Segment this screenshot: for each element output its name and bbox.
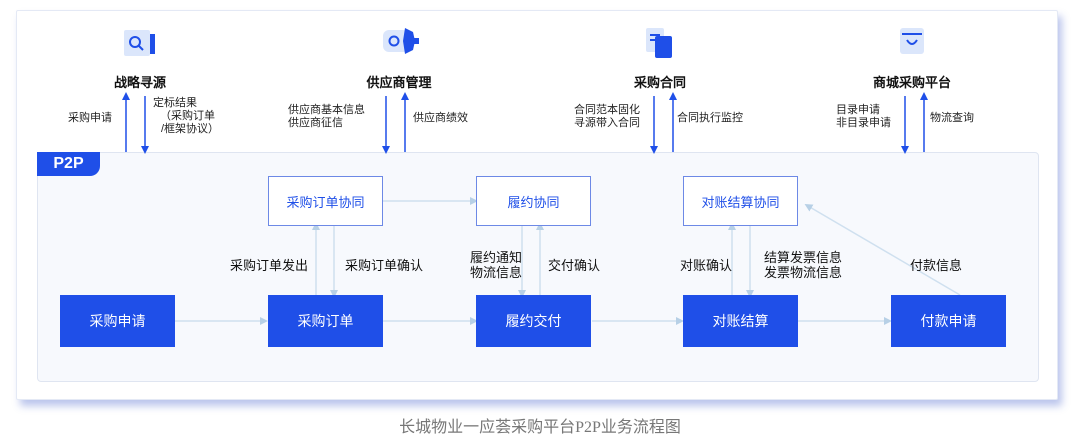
arrow-label: 采购申请	[68, 112, 112, 124]
flow-label: 付款信息	[910, 258, 963, 273]
shopping-bag-icon	[900, 28, 924, 54]
flow-label: 交付确认	[548, 258, 601, 273]
module-title: 商城采购平台	[872, 75, 951, 90]
process-box-purchase-request: 采购申请	[60, 295, 175, 347]
module-strategic-sourcing	[40, 26, 240, 60]
collab-box-fulfillment: 履约协同	[476, 176, 591, 226]
arrow-label: 合同执行监控	[677, 112, 743, 124]
process-box-payment-request: 付款申请	[891, 295, 1006, 347]
p2p-tab: P2P	[37, 152, 100, 176]
gear-icon	[383, 28, 419, 54]
process-box-reconciliation: 对账结算	[683, 295, 798, 347]
collab-box-settlement: 对账结算协同	[683, 176, 798, 226]
flow-label: 履约通知	[470, 250, 523, 265]
collab-box-order: 采购订单协同	[268, 176, 383, 226]
arrow-label: 供应商征信	[288, 117, 343, 129]
arrow-label: 目录申请	[836, 104, 880, 116]
arrow-label: 寻源带入合同	[574, 117, 640, 129]
module-title: 供应商管理	[366, 75, 432, 90]
arrow-label: 非目录申请	[836, 117, 891, 129]
module-purchase-contract	[560, 24, 760, 60]
flow-label: 物流信息	[470, 265, 523, 280]
arrow-label: （采购订单	[160, 110, 215, 122]
figure-caption: 长城物业一应荟采购平台P2P业务流程图	[399, 419, 681, 436]
arrow-label: 供应商绩效	[413, 112, 468, 124]
arrow-label: 定标结果	[153, 97, 197, 109]
flow-label: 结算发票信息	[764, 250, 843, 265]
document-icon	[646, 28, 672, 58]
flow-label: 采购订单确认	[345, 258, 424, 273]
flow-label: 发票物流信息	[764, 265, 843, 280]
flow-arrow	[804, 203, 961, 296]
arrow-label: 合同范本固化	[574, 104, 640, 116]
arrow-label: 物流查询	[930, 112, 974, 124]
process-box-purchase-order: 采购订单	[268, 295, 383, 347]
module-title: 采购合同	[633, 75, 686, 90]
flow-label: 对账确认	[680, 258, 733, 273]
search-icon	[124, 30, 155, 56]
module-supplier-management	[299, 22, 499, 60]
module-title: 战略寻源	[113, 75, 166, 90]
flow-label: 采购订单发出	[230, 258, 309, 273]
process-box-delivery: 履约交付	[476, 295, 591, 347]
arrow-label: 供应商基本信息	[288, 104, 365, 116]
module-mall-procurement	[812, 24, 1012, 60]
arrow-label: /框架协议）	[161, 123, 220, 135]
